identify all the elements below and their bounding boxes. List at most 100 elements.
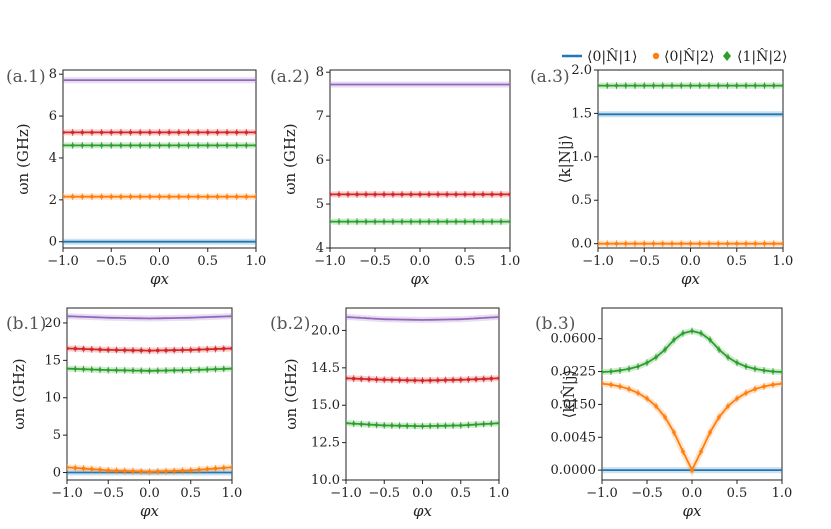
marker-b1-1 [114, 468, 119, 473]
marker-b2-0 [497, 420, 499, 426]
marker-b3-1 [753, 387, 757, 391]
marker-a1-3 [205, 130, 210, 135]
marker-b3-2 [654, 354, 658, 360]
marker-b3-2 [636, 364, 640, 370]
ytick-label-a2: 7 [316, 109, 324, 124]
marker-a2-1 [382, 192, 386, 197]
marker-a2-1 [364, 192, 368, 197]
ytick-label-a3: 1.0 [571, 150, 592, 165]
marker-b1-2 [114, 367, 119, 373]
marker-a1-3 [109, 130, 114, 135]
marker-a2-1 [346, 192, 350, 197]
marker-a2-1 [427, 192, 431, 197]
panel-label-b2: (b.2) [270, 314, 310, 334]
xlabel-b3: φx [683, 502, 703, 520]
marker-a3-2 [633, 83, 637, 89]
marker-a2-0 [490, 219, 494, 225]
marker-b1-1 [221, 466, 226, 470]
ytick-label-b3: 0.0225 [551, 365, 597, 380]
marker-b3-2 [627, 366, 631, 372]
marker-a2-0 [330, 219, 332, 225]
marker-a2-1 [481, 192, 485, 197]
marker-b1-3 [221, 346, 226, 351]
marker-a2-1 [445, 192, 449, 197]
marker-a3-2 [707, 83, 711, 89]
marker-b1-3 [197, 347, 201, 352]
marker-a3-2 [688, 83, 693, 89]
marker-a1-3 [177, 130, 181, 135]
xtick-label-a2: 0.0 [410, 254, 431, 269]
marker-a1-3 [99, 130, 104, 135]
marker-b1-3 [230, 346, 232, 351]
ytick-label-b3: 0.0600 [551, 332, 597, 347]
marker-a1-2 [138, 142, 143, 148]
ytick-label-a2: 8 [316, 65, 324, 80]
marker-a1-2 [109, 142, 114, 148]
xlabel-a1: φx [150, 270, 170, 288]
marker-a1-3 [215, 130, 220, 135]
marker-b2-1 [420, 378, 425, 383]
marker-a2-0 [472, 219, 476, 225]
marker-a2-1 [508, 192, 510, 197]
xlabel-a3: φx [681, 270, 701, 288]
marker-b1-2 [164, 368, 168, 374]
marker-b2-0 [412, 423, 417, 429]
xtick-label-b3: −1.0 [586, 486, 618, 501]
marker-a1-1 [63, 194, 65, 199]
marker-a1-3 [138, 130, 142, 135]
marker-a2-0 [346, 219, 350, 225]
marker-a2-1 [373, 192, 377, 197]
marker-b2-0 [359, 421, 364, 427]
marker-a1-2 [147, 142, 152, 148]
marker-b1-3 [89, 347, 94, 352]
marker-b1-1 [131, 469, 135, 473]
panel-label-b3: (b.3) [535, 314, 575, 334]
plot-area-b1 [67, 313, 232, 476]
marker-b1-3 [213, 347, 218, 351]
marker-b3-2 [726, 354, 730, 360]
ytick-label-b2: 10.0 [311, 473, 340, 488]
marker-a2-0 [373, 219, 377, 225]
marker-b1-2 [131, 368, 135, 374]
xtick-label-a2: 1.0 [500, 254, 521, 269]
marker-b1-2 [155, 368, 160, 374]
marker-b3-2 [690, 328, 694, 334]
marker-a1-1 [157, 194, 162, 199]
plot-area-a1 [63, 77, 256, 245]
plot-area-a3 [598, 82, 783, 248]
ytick-label-a3: 1.5 [571, 106, 592, 121]
marker-a3-1 [623, 241, 628, 246]
marker-b2-0 [351, 421, 356, 427]
marker-b2-1 [481, 377, 486, 381]
marker-a3-2 [697, 83, 702, 89]
ytick-label-a2: 5 [316, 197, 324, 212]
marker-a3-2 [781, 83, 783, 89]
marker-b1-1 [67, 465, 69, 470]
marker-a1-1 [225, 194, 229, 199]
xtick-label-a2: −1.0 [314, 254, 346, 269]
marker-a2-0 [391, 219, 395, 225]
marker-a1-2 [80, 142, 85, 148]
marker-b2-0 [458, 422, 463, 428]
marker-a2-0 [427, 219, 431, 225]
legend: ⟨0|N̂|1⟩ ⟨0|N̂|2⟩ ⟨1|N̂|2⟩ [562, 47, 787, 65]
xtick-label-b2: 0.5 [450, 486, 471, 501]
marker-b2-1 [466, 377, 471, 382]
marker-b2-0 [489, 421, 494, 427]
marker-a3-2 [614, 83, 619, 89]
marker-a1-1 [186, 194, 191, 199]
plot-area-a2 [330, 81, 510, 226]
marker-a3-2 [651, 83, 656, 89]
marker-a3-1 [614, 241, 619, 246]
marker-b1-3 [139, 348, 144, 353]
legend-marker-n12 [723, 51, 731, 61]
marker-b3-2 [717, 347, 721, 353]
xtick-label-b2: −0.5 [368, 486, 400, 501]
marker-b1-2 [122, 367, 127, 373]
marker-a1-3 [244, 130, 249, 135]
ytick-label-a3: 0.0 [571, 237, 592, 252]
marker-b1-2 [106, 367, 111, 373]
